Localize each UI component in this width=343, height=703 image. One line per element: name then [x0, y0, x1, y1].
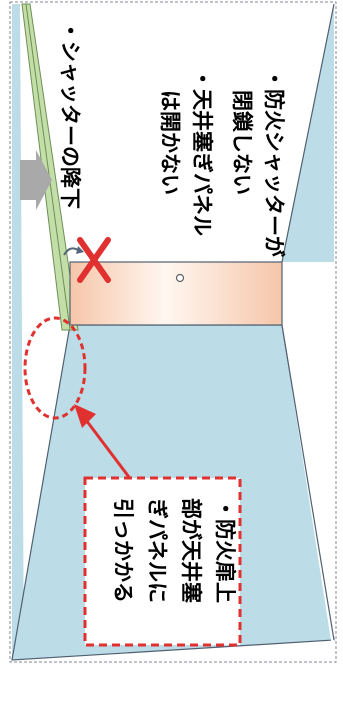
right-wall-edge — [281, 3, 335, 263]
callout-ellipse — [23, 316, 87, 420]
ceiling-panel — [21, 3, 79, 331]
right-wall-edge-lower — [281, 324, 335, 641]
gray-arrow-icon — [20, 150, 52, 210]
callout-label-line4: 引っかかる — [111, 498, 135, 603]
callout-label-line1: ・防火扉上 — [213, 498, 237, 603]
callout-label-line3: ぎパネルに — [145, 498, 169, 603]
red-x-icon — [77, 237, 111, 283]
door-handle — [175, 273, 185, 283]
callout-label-line2: 部が天井塞 — [179, 498, 203, 603]
outer-frame — [9, 1, 337, 663]
curved-arrow-icon — [63, 246, 84, 256]
fire-shutter-label-line1: ・防火シャッターが — [262, 68, 286, 257]
callout-box — [83, 476, 242, 647]
fire-shutter-label-line2: 閉鎖しない — [230, 90, 254, 195]
shutter-drop-label: ・シャッターの降下 — [58, 20, 82, 209]
ceiling-panel-label-line2: は開かない — [158, 90, 182, 195]
ceiling-panel-label-line1: ・天井塞ぎパネル — [190, 68, 214, 236]
ceiling-panel-line — [25, 3, 71, 331]
